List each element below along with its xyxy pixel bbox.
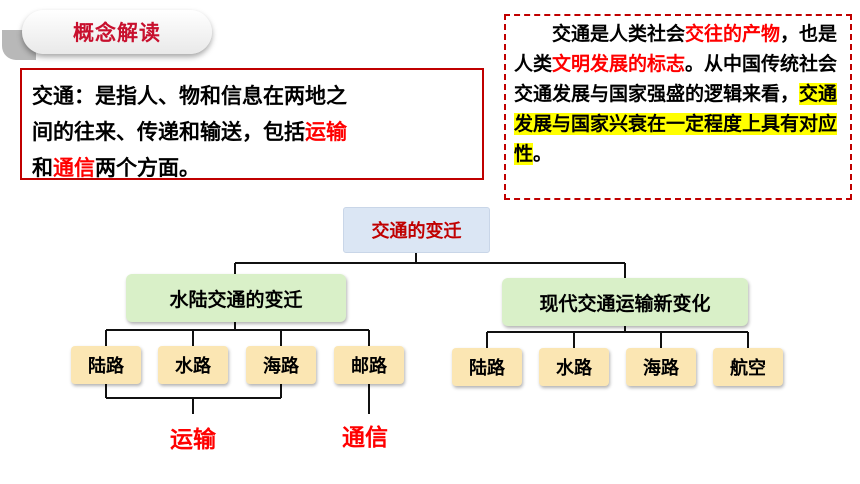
- transport-label: 运输: [170, 427, 216, 453]
- leaf-right-3: 海路: [626, 348, 696, 386]
- transport-term: 运输: [305, 120, 347, 144]
- leaf-left-3: 海路: [246, 346, 316, 384]
- definition-line-3: 和通信两个方面。: [32, 150, 472, 186]
- definition-line-1: 交通：是指人、物和信息在两地之: [32, 84, 347, 108]
- leaf-right-2: 水路: [539, 348, 609, 386]
- leaf-right-4: 航空: [713, 348, 783, 386]
- definition-line-2: 间的往来、传递和输送，包括运输: [32, 114, 472, 150]
- leaf-right-1: 陆路: [452, 348, 522, 386]
- communication-label: 通信: [342, 425, 388, 451]
- definition-and: 和: [32, 156, 53, 180]
- concept-badge: 概念解读: [22, 10, 212, 54]
- note-red-2: 文明发展的标志: [552, 53, 686, 75]
- note-text-4: 。: [533, 143, 553, 165]
- communication-term: 通信: [53, 156, 95, 180]
- definition-text: 间的往来、传递和输送，包括: [32, 120, 305, 144]
- leaf-left-2: 水路: [158, 346, 228, 384]
- note-text-2: ，也是人类: [514, 23, 838, 75]
- definition-end: 两个方面。: [95, 156, 200, 180]
- note-red-1: 交往的产物: [685, 23, 781, 45]
- category-modern: 现代交通运输新变化: [502, 278, 748, 326]
- note-text-1: 交通是人类社会: [552, 23, 686, 45]
- note-text-3: 。从中国传统社会交通发展与国家强盛的逻辑来看，: [514, 53, 838, 105]
- leaf-left-4: 邮路: [334, 346, 404, 384]
- tree-root: 交通的变迁: [343, 207, 490, 253]
- note-box: 交通是人类社会交往的产物，也是人类文明发展的标志。从中国传统社会交通发展与国家强…: [504, 14, 852, 200]
- category-land-water: 水陆交通的变迁: [126, 274, 346, 322]
- definition-box: 交通：是指人、物和信息在两地之 间的往来、传递和输送，包括运输 和通信两个方面。: [20, 68, 484, 180]
- leaf-left-1: 陆路: [71, 346, 141, 384]
